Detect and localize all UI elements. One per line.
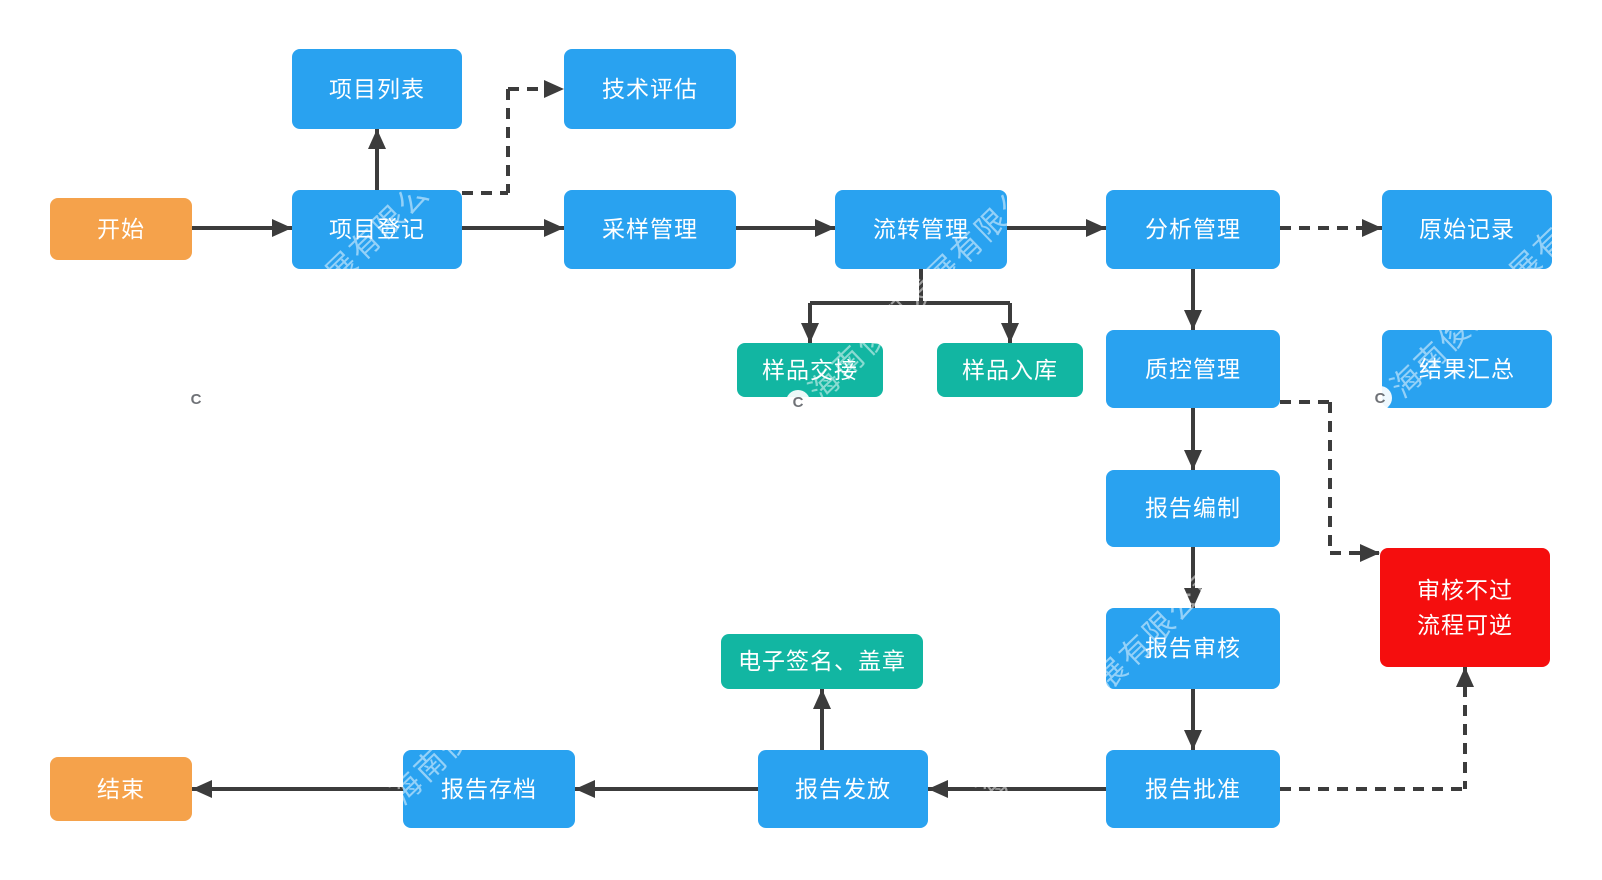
- node-sample-storage[interactable]: 样品入库: [937, 343, 1083, 397]
- connector-line: [810, 301, 921, 305]
- connector-line: [192, 787, 403, 791]
- arrowhead-icon: [815, 219, 835, 237]
- node-report-approve[interactable]: 报告批准: [1106, 750, 1280, 828]
- arrowhead-icon: [1362, 219, 1382, 237]
- arrowhead-icon: [272, 219, 292, 237]
- node-review-fail[interactable]: 审核不过 流程可逆: [1380, 548, 1550, 667]
- arrowhead-icon: [1360, 544, 1380, 562]
- connector-dashed-line: [1280, 787, 1465, 791]
- arrowhead-icon: [1086, 219, 1106, 237]
- arrowhead-icon: [575, 780, 595, 798]
- arrowhead-icon: [544, 80, 564, 98]
- connector-line: [575, 787, 758, 791]
- connector-dashed-line: [1280, 226, 1382, 230]
- node-qc[interactable]: 质控管理: [1106, 330, 1280, 408]
- arrowhead-icon: [1184, 450, 1202, 470]
- arrowhead-icon: [801, 323, 819, 343]
- connector-line: [1191, 689, 1195, 750]
- node-end[interactable]: 结束: [50, 757, 192, 821]
- arrowhead-icon: [1184, 730, 1202, 750]
- arrowhead-icon: [1456, 667, 1474, 687]
- node-report-review[interactable]: 报告审核: [1106, 608, 1280, 689]
- node-analysis[interactable]: 分析管理: [1106, 190, 1280, 269]
- connector-dashed-line: [506, 89, 510, 193]
- node-project-register[interactable]: 项目登记: [292, 190, 462, 269]
- node-esign[interactable]: 电子签名、盖章: [721, 634, 923, 689]
- watermark-text: 海南俊翔发展有限公司: [200, 152, 462, 406]
- arrowhead-icon: [368, 129, 386, 149]
- connector-line: [192, 226, 292, 230]
- copyright-icon: C: [184, 387, 208, 411]
- connector-dashed-line: [1328, 402, 1332, 553]
- connector-dashed-line: [508, 87, 564, 91]
- arrowhead-icon: [1184, 310, 1202, 330]
- node-raw-record[interactable]: 原始记录: [1382, 190, 1552, 269]
- connector-line: [1191, 269, 1195, 330]
- connector-line: [928, 787, 1106, 791]
- connector-line: [919, 269, 923, 303]
- node-result-summary[interactable]: 结果汇总: [1382, 330, 1552, 408]
- arrowhead-icon: [928, 780, 948, 798]
- connector-line: [1191, 408, 1195, 470]
- arrowhead-icon: [192, 780, 212, 798]
- connector-line: [462, 226, 564, 230]
- connector-dashed-line: [462, 191, 508, 195]
- connector-line: [820, 689, 824, 750]
- node-project-list[interactable]: 项目列表: [292, 49, 462, 129]
- arrowhead-icon: [1184, 588, 1202, 608]
- arrowhead-icon: [544, 219, 564, 237]
- connector-line: [921, 301, 1010, 305]
- arrowhead-icon: [813, 689, 831, 709]
- connector-line: [736, 226, 835, 230]
- node-circulation[interactable]: 流转管理: [835, 190, 1007, 269]
- node-report-archive[interactable]: 报告存档: [403, 750, 575, 828]
- connector-line: [1191, 547, 1195, 608]
- connector-line: [1007, 226, 1106, 230]
- node-sampling[interactable]: 采样管理: [564, 190, 736, 269]
- node-tech-eval[interactable]: 技术评估: [564, 49, 736, 129]
- node-start[interactable]: 开始: [50, 198, 192, 260]
- connector-dashed-line: [1330, 551, 1380, 555]
- arrowhead-icon: [1001, 323, 1019, 343]
- connector-line: [375, 129, 379, 190]
- node-report-compile[interactable]: 报告编制: [1106, 470, 1280, 547]
- node-sample-handover[interactable]: 样品交接: [737, 343, 883, 397]
- node-report-issue[interactable]: 报告发放: [758, 750, 928, 828]
- connector-dashed-line: [1463, 667, 1467, 789]
- connector-dashed-line: [1280, 400, 1330, 404]
